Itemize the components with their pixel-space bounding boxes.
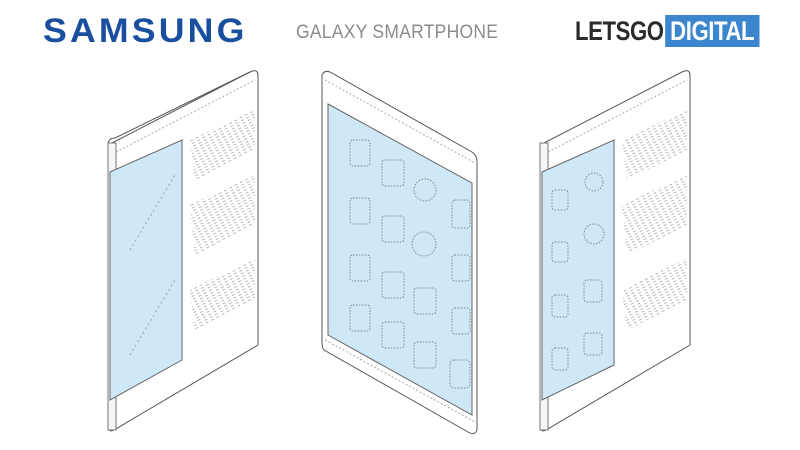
edge-screen [541, 139, 615, 401]
app-icon [381, 215, 405, 243]
app-icon [451, 307, 471, 335]
header: SAMSUNG GALAXY SMARTPHONE LETSGO DIGITAL [0, 0, 800, 60]
right-side-view [539, 70, 691, 432]
left-side-view [107, 70, 259, 432]
samsung-logo: SAMSUNG [43, 12, 248, 50]
logo-digital: DIGITAL [665, 15, 760, 47]
mail-icon [451, 254, 471, 282]
app-icon [349, 304, 371, 332]
edge-icons [551, 172, 605, 371]
app-icon [349, 139, 371, 167]
app-icon [449, 359, 471, 389]
app-icon [349, 254, 371, 282]
app-icon [381, 271, 405, 299]
letsgodigital-logo: LETSGO DIGITAL [575, 15, 760, 47]
calendar-icon [349, 197, 371, 225]
settings-icon [413, 178, 437, 202]
app-icon [451, 199, 471, 229]
logo-letsgo: LETSGO [575, 15, 664, 46]
app-icon-grid [349, 139, 471, 389]
main-screen [327, 103, 473, 416]
edge-screen [109, 139, 183, 401]
app-icon [413, 341, 437, 369]
clock-icon [411, 231, 437, 257]
app-icon [413, 287, 437, 315]
app-icon [381, 321, 405, 349]
page-title: GALAXY SMARTPHONE [296, 22, 499, 43]
app-icon [381, 159, 405, 187]
front-view [321, 70, 478, 435]
